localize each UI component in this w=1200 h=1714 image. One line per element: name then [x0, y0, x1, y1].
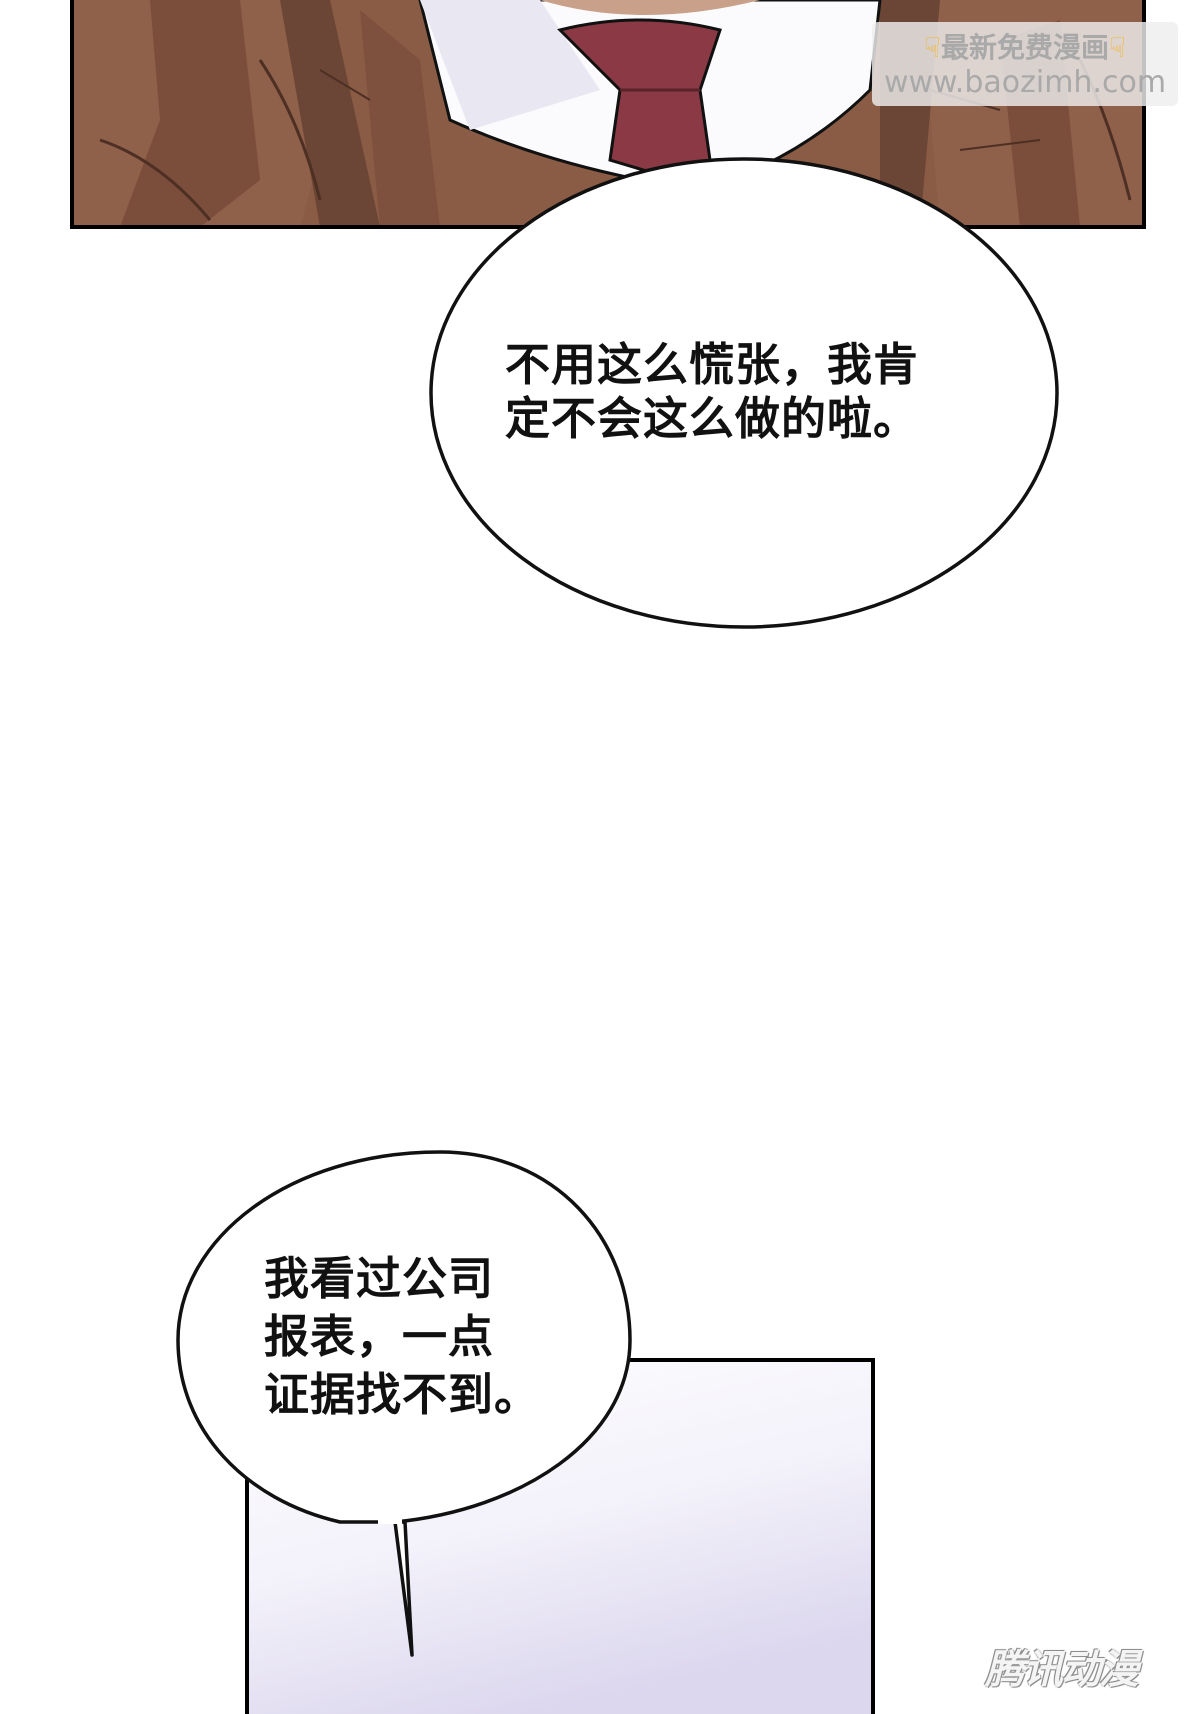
speech-bubble-2: [176, 1150, 632, 1657]
watermark-title: 最新免费漫画: [940, 31, 1109, 64]
speech-bubble-1: [429, 157, 1059, 629]
speech-line: 不用这么慌张，我肯: [505, 338, 920, 391]
pointing-down-hand-icon: ☟: [923, 31, 941, 64]
publisher-logo: 腾讯动漫: [985, 1647, 1139, 1693]
speech-line: 定不会这么做的啦。: [505, 392, 920, 445]
watermark-url: www.baozimh.com: [883, 65, 1167, 100]
speech-bubble-1-text: 不用这么慌张，我肯 定不会这么做的啦。: [505, 338, 919, 446]
pointing-down-hand-icon: ☟: [1109, 31, 1127, 64]
speech-line: 报表，一点: [264, 1310, 495, 1363]
speech-line: 证据找不到。: [264, 1368, 541, 1421]
speech-bubble-2-text: 我看过公司 报表，一点 证据找不到。: [264, 1250, 540, 1424]
speech-line: 我看过公司: [264, 1252, 495, 1305]
site-watermark: ☟最新免费漫画☟ www.baozimh.com: [872, 22, 1178, 106]
